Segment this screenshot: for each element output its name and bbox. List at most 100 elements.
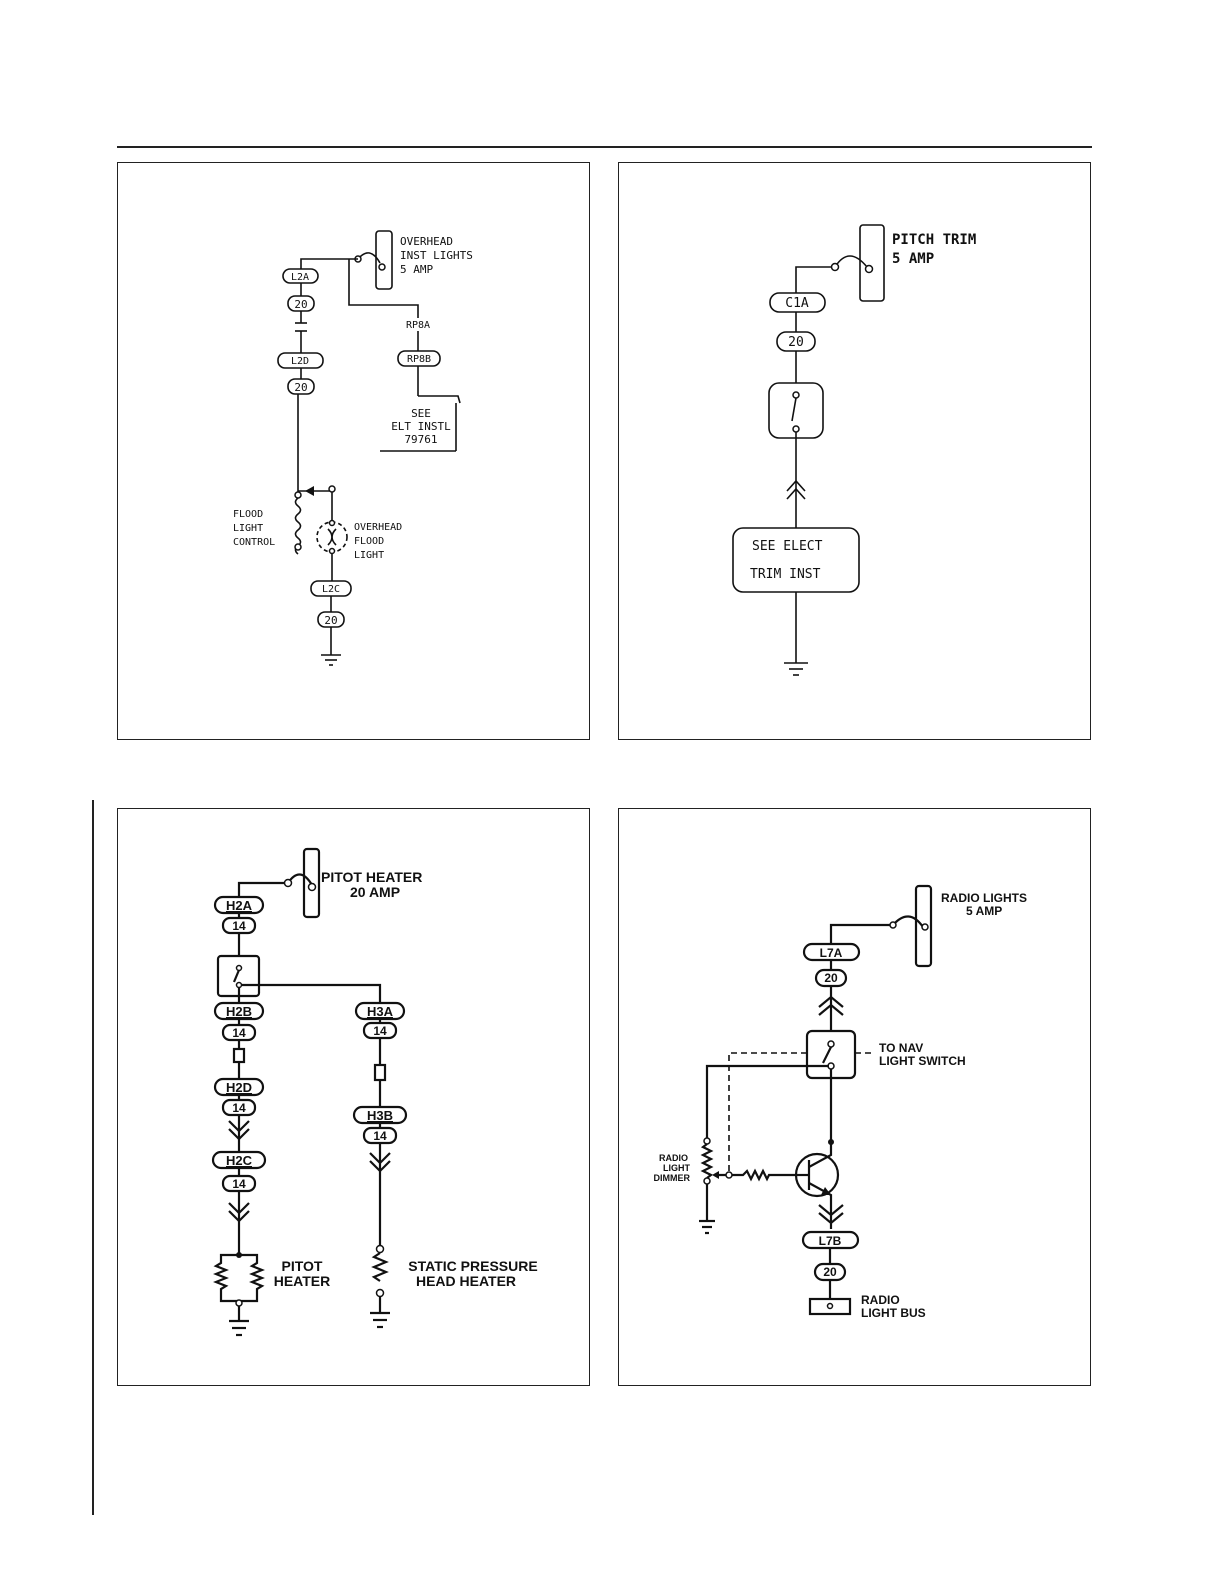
overhead-lights-schematic: OVERHEAD INST LIGHTS 5 AMP L2A 20 L2D 20…	[233, 230, 473, 666]
pitot-heater-element	[239, 1253, 265, 1303]
breaker-body	[859, 224, 885, 302]
gauge: 20	[324, 614, 337, 627]
wire	[418, 395, 461, 404]
breaker-terminal	[283, 878, 293, 888]
radio-lights-schematic: RADIO LIGHTS 5 AMP L7A 20 TO NAV LIGHT S…	[654, 884, 1027, 1320]
terminal	[703, 1137, 711, 1145]
connector-icon	[818, 1204, 844, 1225]
wire-id: L2A	[291, 272, 309, 283]
flood-light-2: FLOOD	[354, 536, 384, 547]
gauge: 20	[294, 381, 307, 394]
junction	[828, 1139, 834, 1145]
transistor-collector	[808, 1145, 833, 1168]
wire-id: H2B	[226, 1004, 252, 1019]
lamp-filament	[327, 528, 337, 546]
gauge: 20	[824, 971, 838, 985]
see-note-1: SEE	[411, 407, 431, 420]
splice-icon	[373, 1063, 387, 1082]
wire-id: RP8A	[406, 320, 430, 331]
breaker-label-1: PITCH TRIM	[892, 232, 976, 248]
dimmer-link-dash	[728, 1052, 807, 1175]
terminal	[328, 485, 336, 493]
flood-light-3: LIGHT	[354, 550, 384, 561]
flood-control-2: LIGHT	[233, 523, 263, 534]
wire	[795, 266, 831, 293]
connector-icon	[228, 1202, 250, 1223]
flood-light-1: OVERHEAD	[354, 522, 402, 533]
wire-id: L7A	[820, 946, 843, 960]
breaker-label-1: RADIO LIGHTS	[941, 891, 1027, 905]
flood-control-1: FLOOD	[233, 509, 263, 520]
gauge: 20	[294, 298, 307, 311]
wire	[297, 481, 332, 492]
breaker-terminal	[921, 923, 929, 931]
dimmer-label-3: DIMMER	[654, 1173, 691, 1183]
static-label-1: STATIC PRESSURE	[408, 1258, 537, 1274]
wire-id: RP8B	[407, 354, 431, 365]
pitot-label-2: HEATER	[274, 1273, 331, 1289]
see-note-2: ELT INSTL	[391, 420, 451, 433]
pitot-heater-schematic: PITOT HEATER 20 AMP H2A 14 H2B 14 H2D 14…	[211, 847, 538, 1337]
switch-terminal	[235, 964, 243, 972]
gauge: 14	[232, 1101, 246, 1115]
gauge: 14	[232, 1177, 246, 1191]
wire	[348, 259, 419, 318]
terminal	[294, 543, 302, 551]
terminal	[328, 519, 336, 527]
breaker-label-1: OVERHEAD	[400, 235, 453, 248]
wire-id: L2C	[322, 584, 340, 595]
see-note-3: 79761	[404, 433, 437, 446]
switch-terminal	[827, 1040, 835, 1048]
wire-id: H3A	[367, 1004, 394, 1019]
wire	[705, 1064, 829, 1139]
breaker-terminal	[889, 921, 897, 929]
wire	[300, 258, 358, 269]
pitch-trim-schematic: PITCH TRIM 5 AMP C1A 20 SEE ELECT TRIM I…	[732, 224, 976, 676]
static-heater-element	[371, 1252, 389, 1282]
terminal	[375, 1244, 385, 1254]
breaker-label-2: 5 AMP	[892, 251, 934, 267]
nav-label-2: LIGHT SWITCH	[879, 1054, 966, 1068]
switch-blade	[791, 397, 797, 422]
header-rule	[117, 146, 1092, 148]
wire-id: H2A	[226, 898, 253, 913]
wiper-arrow	[305, 486, 314, 496]
see-box-1: SEE ELECT	[752, 539, 823, 554]
panel-overhead-lights: OVERHEAD INST LIGHTS 5 AMP L2A 20 L2D 20…	[117, 162, 590, 740]
dimmer-label-1: RADIO	[659, 1153, 688, 1163]
connector-icon	[818, 995, 844, 1016]
wire-id: L2D	[291, 356, 309, 367]
nav-label-1: TO NAV	[879, 1041, 923, 1055]
pitot-label-1: PITOT	[282, 1258, 323, 1274]
switch-terminal	[792, 425, 800, 433]
wiper-arrow	[712, 1171, 719, 1179]
breaker-terminal	[378, 263, 386, 271]
bus-label-2: LIGHT BUS	[861, 1306, 926, 1320]
wire	[241, 983, 382, 1003]
connector-icon	[786, 479, 806, 500]
wire-id: H2C	[226, 1153, 253, 1168]
breaker-label-2: INST LIGHTS	[400, 249, 473, 262]
gauge: 14	[232, 1026, 246, 1040]
breaker-terminal	[830, 262, 840, 272]
gauge: 20	[788, 335, 804, 350]
gauge: 20	[823, 1265, 837, 1279]
see-box-2: TRIM INST	[750, 567, 821, 582]
terminal	[328, 547, 336, 555]
pitot-heater-element	[213, 1253, 239, 1303]
switch-terminal	[235, 981, 243, 989]
terminal	[294, 491, 302, 499]
dimmer-potentiometer	[700, 1143, 714, 1179]
dimmer-label-2: LIGHT	[663, 1163, 690, 1173]
wire-id: H3B	[367, 1108, 393, 1123]
see-elect-box	[732, 527, 860, 593]
static-label-2: HEAD HEATER	[416, 1273, 516, 1289]
gauge-pill	[287, 378, 315, 395]
terminal	[826, 1302, 834, 1310]
gauge: 14	[373, 1129, 387, 1143]
gauge: 14	[373, 1024, 387, 1038]
terminal	[375, 1288, 385, 1298]
splice-icon	[232, 1047, 246, 1064]
breaker-label-2: 5 AMP	[966, 904, 1002, 918]
connector-icon	[228, 1120, 250, 1141]
